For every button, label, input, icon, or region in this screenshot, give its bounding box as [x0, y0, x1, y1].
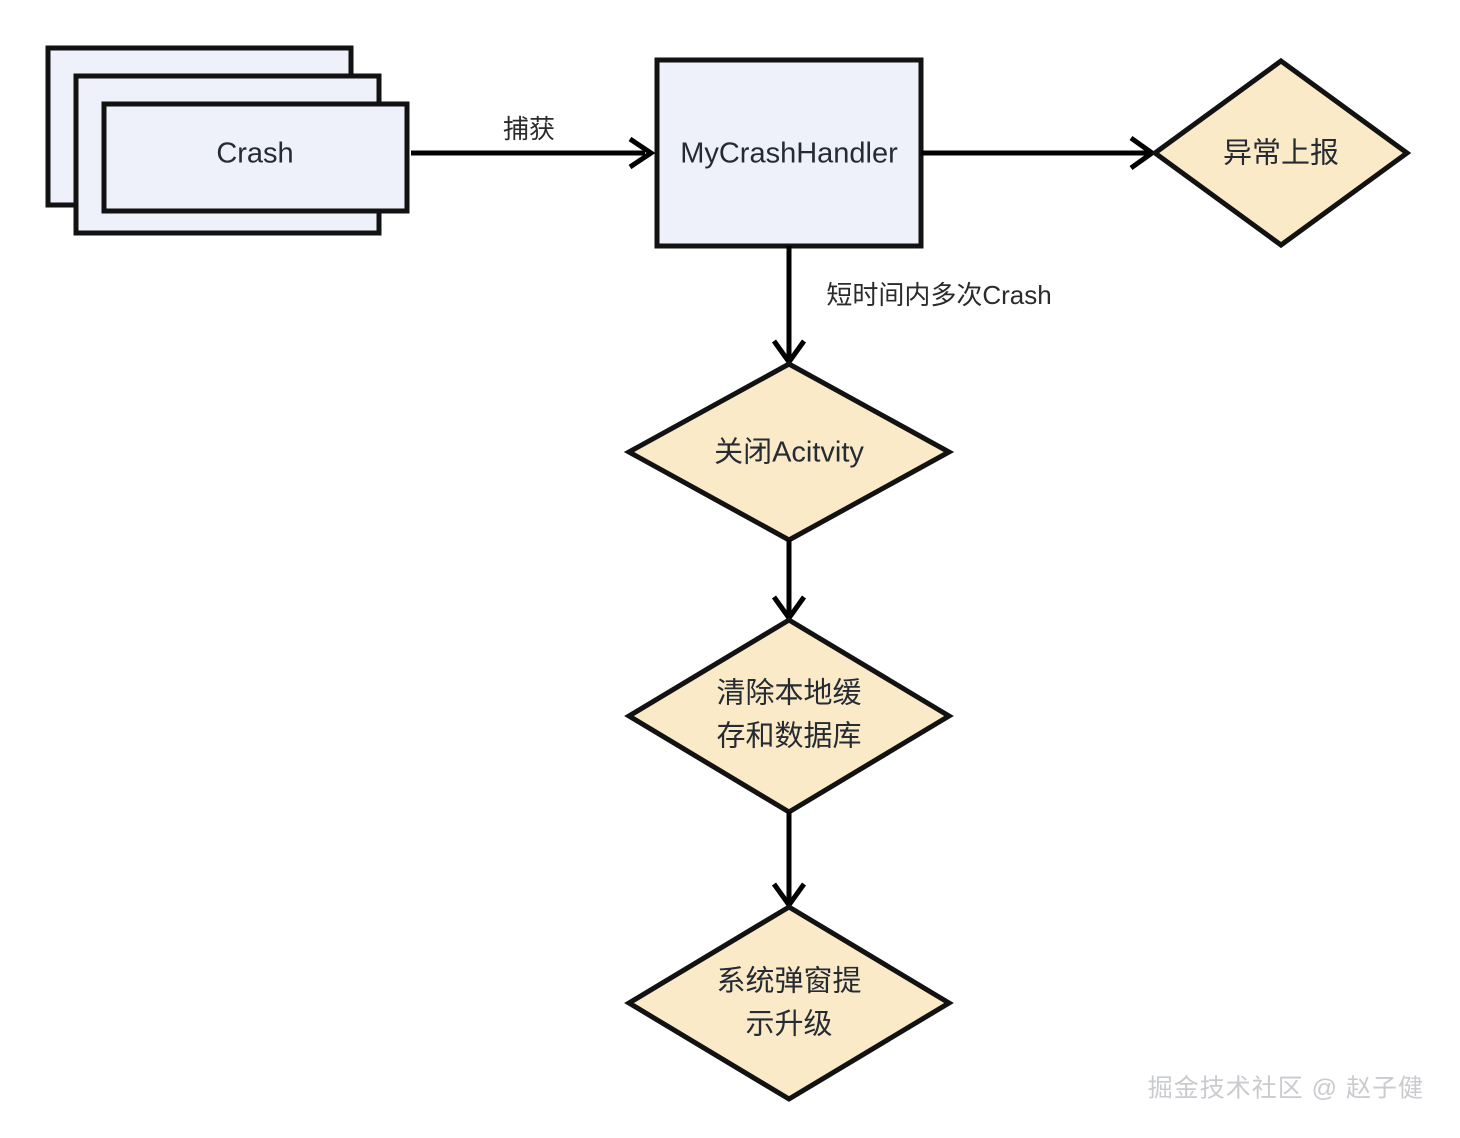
edge-handler-to-close-activity: 短时间内多次Crash [771, 246, 1052, 367]
node-crash-label: Crash [216, 138, 293, 170]
node-handler-label: MyCrashHandler [680, 138, 898, 170]
watermark-text: 掘金技术社区 @ 赵子健 [1148, 1075, 1424, 1103]
node-clear-cache-label-line2: 存和数据库 [716, 720, 861, 753]
clear-cache-diamond [624, 617, 954, 815]
node-report-label: 异常上报 [1223, 137, 1339, 170]
edge-handler-to-report [921, 135, 1157, 171]
handler-rect [654, 57, 924, 249]
edge-handler-to-close-activity-label: 短时间内多次Crash [826, 280, 1051, 310]
edge-crash-to-handler: 捕获 [411, 114, 656, 170]
system-dialog-diamond [624, 904, 954, 1102]
node-handler[interactable]: MyCrashHandler [654, 57, 924, 249]
node-system-dialog[interactable]: 系统弹窗提 示升级 [624, 904, 954, 1102]
node-close-activity-label: 关闭Acitvity [714, 436, 864, 469]
edge-close-activity-to-clear-cache [771, 540, 807, 623]
crash-card-front [101, 101, 410, 214]
edge-crash-to-handler-arrowhead [628, 136, 656, 170]
node-clear-cache-label-line1: 清除本地缓 [716, 677, 861, 710]
node-system-dialog-label-line2: 示升级 [745, 1008, 832, 1041]
edge-crash-to-handler-label: 捕获 [503, 114, 555, 144]
node-crash[interactable]: Crash [45, 45, 410, 236]
edge-clear-cache-to-system-dialog [771, 812, 807, 910]
report-diamond [1150, 57, 1412, 249]
node-report[interactable]: 异常上报 [1150, 57, 1412, 249]
node-close-activity[interactable]: 关闭Acitvity [623, 361, 955, 543]
node-clear-cache[interactable]: 清除本地缓 存和数据库 [624, 617, 954, 815]
node-system-dialog-label-line1: 系统弹窗提 [716, 965, 861, 998]
